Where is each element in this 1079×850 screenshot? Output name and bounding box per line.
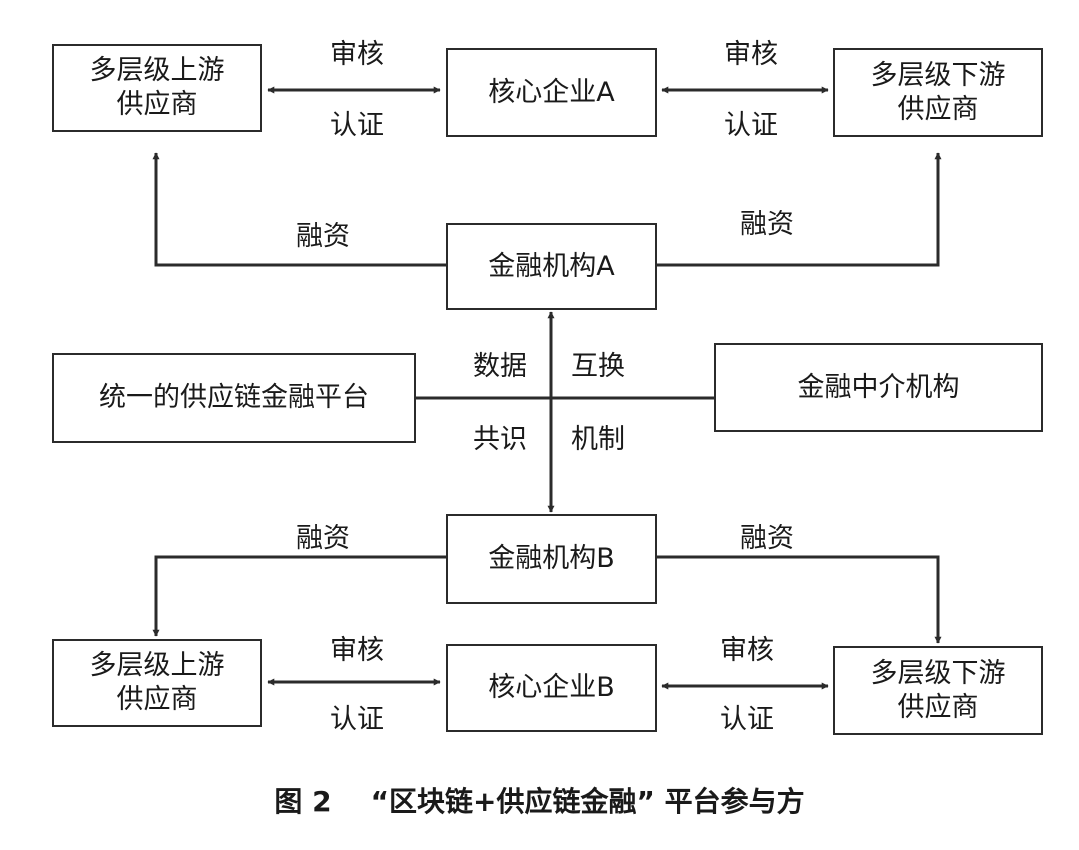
core-enterprise-a-label: 核心企业A	[488, 76, 615, 108]
audit-label-bottom-right: 审核	[720, 635, 774, 666]
financial-institution-b-box: 金融机构B	[446, 514, 657, 604]
downstream-supplier-b-label: 多层级下游 供应商	[870, 657, 1006, 723]
arrow-finA-to-upA	[152, 152, 446, 267]
consensus-label: 共识	[473, 424, 527, 455]
cert-label-top-right: 认证	[724, 110, 778, 141]
arrow-finB-to-downB	[657, 555, 942, 644]
downstream-supplier-a-label: 多层级下游 供应商	[870, 59, 1006, 125]
financing-label-b-right: 融资	[740, 523, 794, 554]
financing-label-a-left: 融资	[296, 221, 350, 252]
arrow-finA-to-downA	[657, 152, 942, 267]
cert-label-bottom-right: 认证	[720, 704, 774, 735]
cert-label-top-left: 认证	[330, 110, 384, 141]
exchange-label: 互换	[571, 351, 625, 382]
figure-caption: 图 2 “区块链+供应链金融” 平台参与方	[274, 785, 805, 818]
core-enterprise-a-box: 核心企业A	[446, 48, 657, 137]
upstream-supplier-b-box: 多层级上游 供应商	[52, 639, 262, 727]
core-enterprise-b-label: 核心企业B	[488, 672, 615, 703]
financial-institution-a-box: 金融机构A	[446, 223, 657, 310]
downstream-supplier-b-box: 多层级下游 供应商	[833, 646, 1043, 735]
financial-institution-a-label: 金融机构A	[488, 250, 615, 282]
audit-label-top-right: 审核	[724, 39, 778, 70]
audit-label-bottom-left: 审核	[330, 635, 384, 666]
financing-label-a-right: 融资	[740, 209, 794, 240]
upstream-supplier-a-label: 多层级上游 供应商	[89, 55, 225, 120]
arrow-finB-to-upB	[152, 555, 446, 637]
core-enterprise-b-box: 核心企业B	[446, 644, 657, 732]
upstream-supplier-a-box: 多层级上游 供应商	[52, 44, 262, 132]
financial-intermediary-box: 金融中介机构	[714, 343, 1043, 432]
financial-institution-b-label: 金融机构B	[488, 543, 615, 574]
data-label: 数据	[473, 351, 527, 382]
financing-label-b-left: 融资	[296, 523, 350, 554]
upstream-supplier-b-label: 多层级上游 供应商	[89, 650, 225, 715]
platform-box: 统一的供应链金融平台	[52, 353, 416, 443]
platform-label: 统一的供应链金融平台	[99, 382, 369, 413]
financial-intermediary-label: 金融中介机构	[797, 371, 960, 403]
cert-label-bottom-left: 认证	[330, 704, 384, 735]
downstream-supplier-a-box: 多层级下游 供应商	[833, 48, 1043, 137]
audit-label-top-left: 审核	[330, 39, 384, 70]
mechanism-label: 机制	[571, 424, 625, 455]
